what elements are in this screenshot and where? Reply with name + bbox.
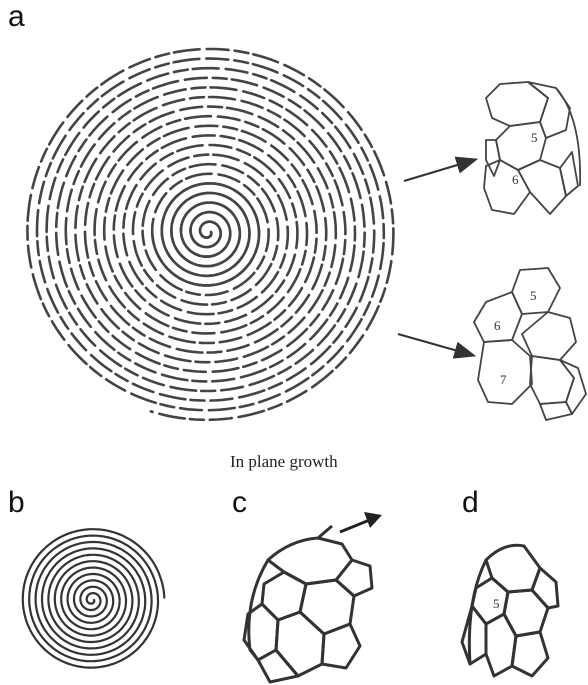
cluster-bottom-number-6: 6 [494, 318, 501, 333]
arrow-top [404, 160, 474, 181]
cluster-d-number-5: 5 [493, 596, 500, 611]
cluster-bottom-number-5: 5 [530, 288, 537, 303]
arrow-c [340, 519, 372, 532]
cluster-top-number-6: 6 [512, 172, 519, 187]
cluster-bottom-number-7: 7 [500, 372, 507, 387]
cluster-top-number-5: 5 [531, 130, 538, 145]
arrow-bottom [398, 334, 472, 355]
hexagon-cone-d [462, 545, 558, 676]
hexagon-cluster-top [484, 82, 580, 214]
spiral-a-core [152, 183, 259, 285]
small-spiral-b [23, 529, 165, 667]
large-spiral-a [27, 49, 393, 420]
spiral-b-path [23, 529, 165, 667]
hexagon-cone-c [244, 526, 372, 682]
